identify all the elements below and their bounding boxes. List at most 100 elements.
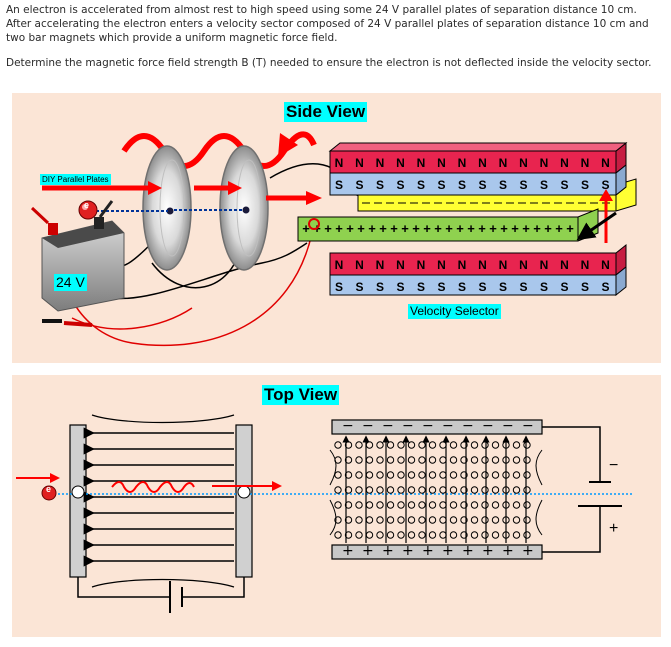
b-field-dot [397, 486, 405, 494]
plate-hole [237, 485, 251, 499]
b-field-dot [376, 516, 384, 524]
plus-sign: + [402, 543, 414, 559]
accel-plate-right [235, 424, 253, 578]
magnet-pole-s: S [458, 178, 466, 192]
b-field-dot [407, 531, 416, 539]
b-field-dot [365, 456, 374, 464]
b-field-dot [491, 501, 500, 509]
b-field-dot [512, 441, 521, 449]
selector-wire [542, 426, 601, 482]
b-field-dot [376, 501, 384, 509]
b-field-dot [470, 486, 479, 494]
b-field-dot [460, 456, 468, 464]
magnet-pole-s: S [560, 178, 568, 192]
plate-plus-sign: + [533, 221, 541, 236]
b-field-dot [523, 441, 531, 449]
b-field-dot [365, 441, 374, 449]
plate-plus-sign: + [346, 221, 354, 236]
b-field-dot [523, 516, 531, 524]
b-field-dot [439, 471, 447, 479]
b-field-dot [334, 486, 342, 494]
b-field-dot [481, 486, 489, 494]
plate-plus-sign: + [434, 221, 442, 236]
magnet-pole-n: N [560, 156, 569, 170]
plate-plus-sign: + [511, 221, 519, 236]
plate-plus-sign: + [478, 221, 486, 236]
b-field-dot [470, 456, 479, 464]
b-field-dot [355, 516, 363, 524]
b-field-dot [449, 531, 458, 539]
magnet-pole-s: S [601, 280, 609, 294]
magnet-pole-n: N [519, 258, 528, 272]
b-field-dot [523, 531, 531, 539]
b-field-dot [376, 531, 384, 539]
magnet-pole-n: N [355, 156, 364, 170]
plate-plus-sign: + [379, 221, 387, 236]
selector-field [334, 435, 531, 543]
green-plate: +++++++++++++++++++++++++ [297, 208, 599, 242]
b-field-dot [449, 471, 458, 479]
b-field-dot [407, 456, 416, 464]
magnet-pole-n: N [581, 258, 590, 272]
minus-sign: − [402, 418, 414, 434]
b-field-dot [407, 486, 416, 494]
b-field-dot [355, 441, 363, 449]
b-field-dot [334, 531, 342, 539]
b-field-dot [344, 501, 353, 509]
b-field-dot [502, 471, 510, 479]
b-field-dot [334, 501, 342, 509]
magnet-pole-s: S [376, 280, 384, 294]
magnet-pole-s: S [396, 280, 404, 294]
magnet-pole-n: N [396, 258, 405, 272]
b-field-dot [512, 486, 521, 494]
b-field-dot [523, 486, 531, 494]
magnet-pole-s: S [601, 178, 609, 192]
top-view-diagram [16, 414, 632, 613]
b-field-dot [365, 471, 374, 479]
plate-plus-sign: + [500, 221, 508, 236]
magnet-pole-s: S [396, 178, 404, 192]
b-field-dot [397, 501, 405, 509]
side-view-title: Side View [284, 102, 368, 122]
magnet-pole-s: S [478, 178, 486, 192]
plate-plus-sign: + [544, 221, 552, 236]
magnet-pole-n: N [581, 156, 590, 170]
b-field-dot [470, 471, 479, 479]
b-field-dot [344, 531, 353, 539]
b-field-dot [407, 471, 416, 479]
plate-plus-sign: + [302, 221, 310, 236]
b-field-dot [481, 471, 489, 479]
b-field-dot [397, 516, 405, 524]
b-field-dot [439, 516, 447, 524]
b-field-dot [407, 501, 416, 509]
b-field-dot [355, 486, 363, 494]
b-field-dot [449, 456, 458, 464]
accel-wire [182, 577, 245, 598]
magnet-pole-n: N [376, 156, 385, 170]
b-field-dot [481, 531, 489, 539]
magnet-pole-s: S [355, 280, 363, 294]
b-field-dot [365, 501, 374, 509]
b-field-dot [439, 486, 447, 494]
b-field-dot [439, 531, 447, 539]
magnet-pole-s: S [335, 280, 343, 294]
b-field-dot [491, 441, 500, 449]
magnet-pole-s: S [335, 178, 343, 192]
b-field-dot [512, 501, 521, 509]
b-field-dot [386, 486, 395, 494]
magnet-pole-n: N [335, 156, 344, 170]
magnet-pole-s: S [499, 280, 507, 294]
b-field-dot [428, 486, 437, 494]
b-field-dot [418, 531, 426, 539]
accel-plate-left [69, 424, 87, 578]
b-field-dot [439, 441, 447, 449]
b-field-dot [355, 471, 363, 479]
plate-plus-sign: + [522, 221, 530, 236]
force-arrow-diag [576, 211, 617, 241]
plate-plus-sign: + [467, 221, 475, 236]
b-field-dot [376, 471, 384, 479]
b-field-dot [439, 456, 447, 464]
b-field-dot [512, 516, 521, 524]
b-field-dot [428, 441, 437, 449]
